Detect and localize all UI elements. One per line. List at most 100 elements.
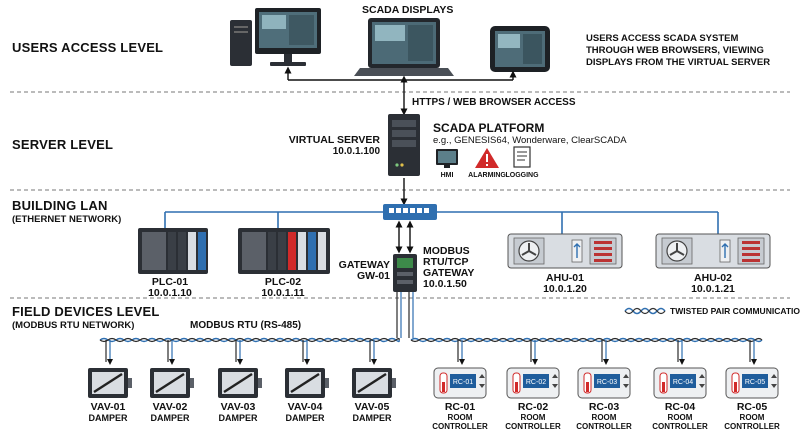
vav-name: VAV-05 (354, 401, 390, 413)
vav-damper-1 (88, 368, 132, 398)
modbus-rtu-bus-vav (99, 292, 402, 365)
arrow-up-icon (771, 374, 777, 378)
network-switch-icon (383, 204, 437, 220)
level-sublabel-lan: (ETHERNET NETWORK) (12, 214, 122, 225)
alarm-warning-icon (475, 148, 499, 168)
ahu-02-unit (655, 233, 771, 269)
module-label-alarming: ALARMING (468, 172, 506, 179)
thermometer-fill (442, 382, 445, 392)
arrow-up-icon (479, 374, 485, 378)
rc-type-line-1: ROOM (591, 413, 617, 422)
controller-screen-text: RC-01 (453, 379, 473, 386)
vav-type: DAMPER (352, 413, 392, 423)
module-label-hmi: HMI (440, 172, 454, 179)
thermometer-fill (734, 382, 737, 392)
rc-bus-b (410, 337, 763, 343)
vav-name: VAV-02 (152, 401, 188, 413)
rc-type-line-2: CONTROLLER (505, 422, 561, 431)
controller-screen-text: RC-02 (526, 379, 546, 386)
arrow-down-icon (699, 384, 705, 388)
vav-damper-devices (88, 368, 396, 398)
rc-type-line-2: CONTROLLER (652, 422, 708, 431)
vav-name: VAV-01 (90, 401, 126, 413)
room-controller-4: RC-04 (653, 367, 707, 399)
damper-blade (290, 372, 320, 394)
arrow-down-icon (771, 384, 777, 388)
damper-blade (223, 372, 253, 394)
scada-displays-title: SCADA DISPLAYS (362, 4, 454, 16)
arrow-up-icon (699, 374, 705, 378)
damper-actuator (258, 378, 262, 388)
room-controller-5: RC-05 (725, 367, 779, 399)
controller-screen (594, 374, 620, 388)
https-access-label: HTTPS / WEB BROWSER ACCESS (412, 97, 576, 108)
thermometer-fill (662, 382, 665, 392)
level-sublabel-field: (MODBUS RTU NETWORK) (12, 320, 135, 331)
vav-type: DAMPER (88, 413, 128, 423)
plc-01-label: PLC-01 10.0.1.10 (148, 276, 192, 299)
vav-damper-2 (150, 368, 194, 398)
plc-02-device (238, 228, 330, 274)
laptop-icon (354, 18, 454, 76)
modbus-gateway-device (393, 254, 417, 292)
plc-01-device (138, 228, 208, 274)
arrow-down-icon (552, 384, 558, 388)
users-access-note: USERS ACCESS SCADA SYSTEM THROUGH WEB BR… (586, 33, 771, 68)
desktop-workstation-icon (230, 8, 321, 66)
damper-blade (155, 372, 185, 394)
controller-screen-text: RC-04 (673, 379, 693, 386)
module-label-logging: LOGGING (505, 172, 539, 179)
level-label-field: FIELD DEVICES LEVEL (12, 304, 160, 319)
damper-actuator (190, 378, 194, 388)
rc-type-line-1: ROOM (739, 413, 765, 422)
vav-damper-4 (285, 368, 329, 398)
level-dividers (10, 91, 790, 299)
ahu-01-unit (507, 233, 623, 269)
damper-blade (357, 372, 387, 394)
modbus-rtu-label: MODBUS RTU (RS-485) (190, 320, 302, 331)
rc-name: RC-05 (736, 401, 768, 413)
logging-document-icon (513, 146, 531, 168)
rc-type-line-2: CONTROLLER (576, 422, 632, 431)
vav-type: DAMPER (285, 413, 325, 423)
controller-screen-text: RC-05 (745, 379, 765, 386)
vav-name: VAV-04 (287, 401, 323, 413)
arrow-up-icon (552, 374, 558, 378)
https-connections (284, 66, 517, 116)
rc-name: RC-03 (588, 401, 620, 413)
twisted-pair-label: TWISTED PAIR COMMUNICATION (670, 306, 800, 316)
rc-name: RC-04 (664, 401, 696, 413)
controller-screen (523, 374, 549, 388)
vav-type: DAMPER (150, 413, 190, 423)
room-controller-1: RC-01 (433, 367, 487, 399)
gateway-type-label: MODBUS RTU/TCP GATEWAY 10.0.1.50 (423, 245, 475, 290)
damper-actuator (392, 378, 396, 388)
hmi-icon (436, 149, 458, 168)
scada-platform-title: SCADA PLATFORM (433, 121, 545, 135)
controller-screen (742, 374, 768, 388)
damper-actuator (325, 378, 329, 388)
thermometer-fill (515, 382, 518, 392)
rc-type-line-2: CONTROLLER (724, 422, 780, 431)
gateway-label: GATEWAY GW-01 (338, 259, 390, 282)
vav-type: DAMPER (218, 413, 258, 423)
level-label-users: USERS ACCESS LEVEL (12, 40, 164, 55)
level-label-lan: BUILDING LAN (12, 198, 108, 213)
arrow-down-icon (479, 384, 485, 388)
arrow-up-icon (623, 374, 629, 378)
vav-damper-3 (218, 368, 262, 398)
ahu-01-label: AHU-01 10.0.1.20 (543, 272, 587, 295)
arrow-down-icon (623, 384, 629, 388)
